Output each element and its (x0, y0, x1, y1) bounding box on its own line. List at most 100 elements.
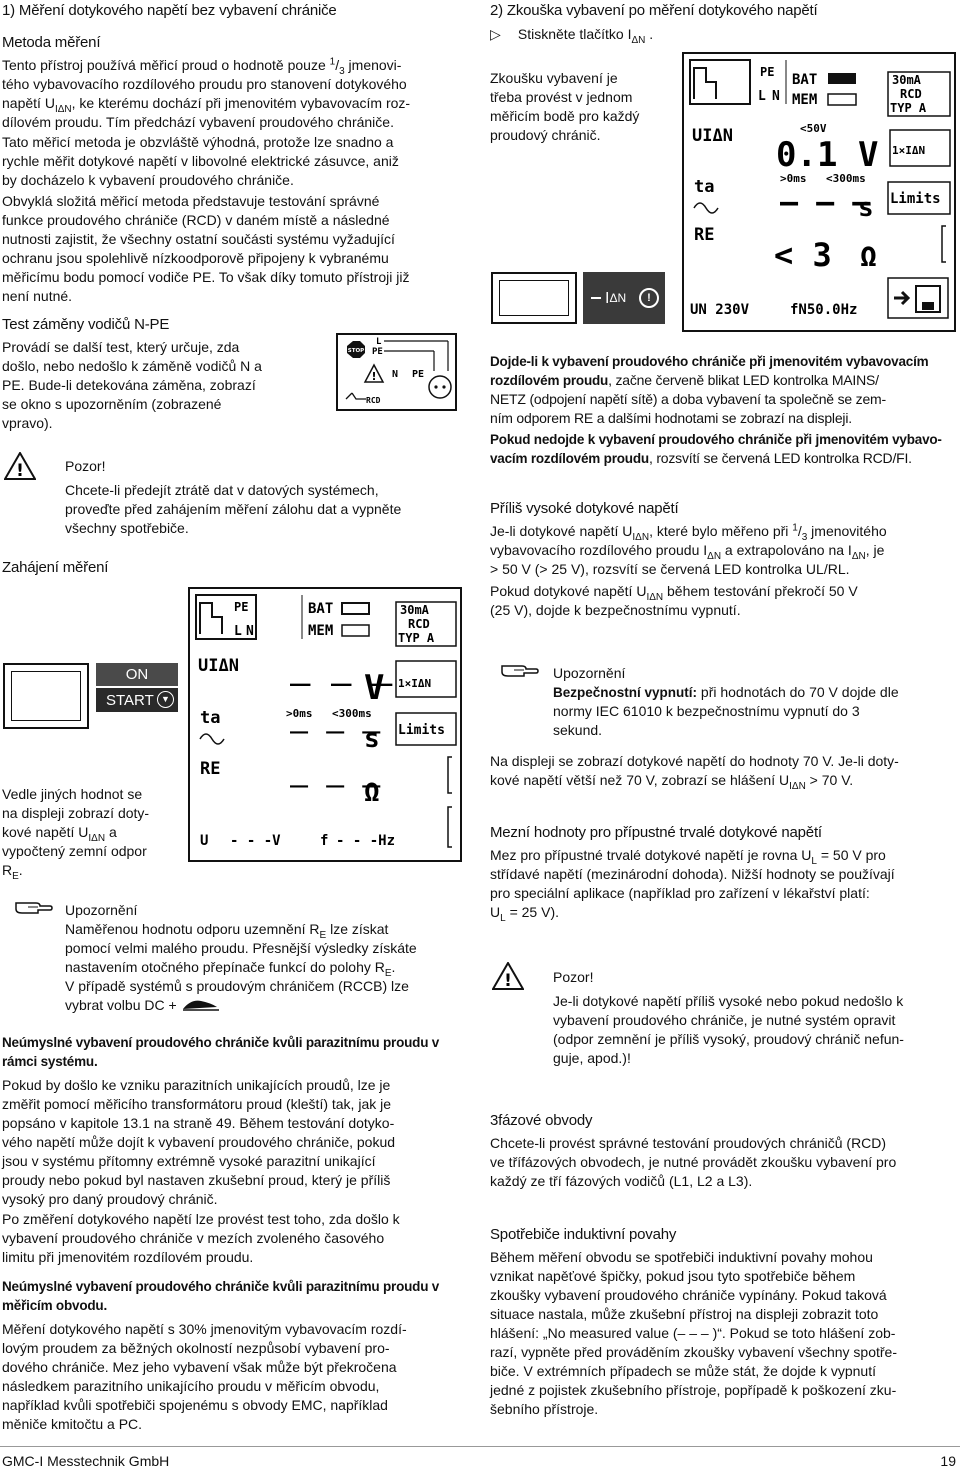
pointing-hand-icon-2 (500, 660, 540, 683)
svg-text:0.1: 0.1 (776, 135, 837, 175)
paragraph-advantage: Tato měřicí metoda je obzvláště výhodná,… (2, 134, 399, 188)
heading-parasitic-circuit: Neúmyslné vybavení proudového chrániče k… (2, 1279, 440, 1313)
heading-parasitic-system: Neúmyslné vybavení proudového chrániče k… (2, 1035, 440, 1069)
svg-text:V: V (364, 668, 384, 708)
warning-title-2: Pozor! (553, 969, 594, 985)
svg-text:UIΔN: UIΔN (198, 656, 239, 676)
svg-text:UN 230V: UN 230V (690, 302, 750, 318)
device-display-outline-2 (491, 272, 577, 324)
svg-text:N: N (392, 369, 398, 380)
svg-text:s: s (364, 724, 380, 754)
svg-text:RCD: RCD (408, 617, 430, 631)
svg-text:- - -V: - - -V (230, 833, 281, 849)
svg-text:!: ! (504, 971, 512, 990)
paragraph-three-phase: Chcete-li provést správné testování prou… (490, 1135, 897, 1189)
on-button[interactable]: ON (96, 663, 178, 686)
svg-text:30mA: 30mA (400, 603, 430, 617)
svg-text:N: N (772, 89, 780, 104)
heading-start-measurement: Zahájení měření (2, 559, 109, 576)
footer-rule (0, 1446, 960, 1447)
svg-text:ta: ta (200, 708, 220, 728)
paragraph-safety-cutoff: Pokud dotykové napětí UIΔN během testová… (490, 583, 858, 618)
socket-icon (428, 375, 452, 399)
section-title-2: 2) Zkouška vybavení po měření dotykového… (490, 2, 818, 19)
svg-text:RCD: RCD (900, 87, 922, 101)
heading-three-phase: 3fázové obvody (490, 1112, 593, 1129)
memory-icon (341, 624, 370, 637)
warning-text-2: Je-li dotykové napětí příliš vysoké nebo… (553, 993, 904, 1066)
section-title-1: 1) Měření dotykového napětí bez vybavení… (2, 2, 337, 19)
arrow-right-icon (894, 290, 911, 306)
svg-text:1×IΔN: 1×IΔN (398, 677, 431, 690)
heading-inductive-loads: Spotřebiče induktivní povahy (490, 1226, 677, 1243)
svg-text:RE: RE (694, 225, 714, 245)
svg-text:<300ms: <300ms (826, 172, 866, 185)
idn-indicator-icon: ! (639, 288, 659, 308)
svg-text:>0ms: >0ms (780, 172, 807, 185)
note-title-2: Upozornění (553, 665, 626, 681)
heading-npe-test: Test záměny vodičů N-PE (2, 316, 170, 333)
svg-text:V: V (858, 135, 878, 175)
footer-page-number: 19 (940, 1453, 956, 1469)
svg-text:s: s (858, 193, 874, 223)
test-current-box-2 (889, 129, 951, 167)
svg-text:1×IΔN: 1×IΔN (892, 144, 925, 157)
svg-text:TYP A: TYP A (398, 631, 435, 645)
paragraph-complex-method: Obvyklá složitá měřicí metoda představuj… (2, 193, 410, 304)
svg-text:ta: ta (694, 177, 714, 197)
probe-icon-2 (689, 59, 751, 105)
svg-text:UIΔN: UIΔN (692, 126, 733, 146)
svg-text:RE: RE (200, 759, 220, 779)
paragraph-inductive-loads: Během měření obvodu se spotřebiči indukt… (490, 1249, 897, 1417)
svg-text:MEM: MEM (308, 623, 333, 639)
battery-icon (341, 602, 370, 615)
svg-text:f: f (320, 833, 328, 849)
svg-text:– – –: – – – (780, 185, 871, 220)
dc-plus-icon (182, 1000, 219, 1012)
svg-text:30mA: 30mA (892, 73, 922, 87)
memory-icon-2 (827, 93, 857, 106)
svg-text:PE: PE (760, 65, 774, 79)
npe-warning-graphic: L PE STOP ! N PE RCD (345, 337, 452, 405)
svg-text:L: L (234, 624, 242, 639)
svg-text:– – –: – – – (290, 714, 381, 749)
paragraph-method: Tento přístroj používá měřicí proud o ho… (2, 56, 411, 130)
start-arrow-icon: ▼ (157, 691, 174, 708)
note-title: Upozornění (65, 902, 138, 918)
svg-text:N: N (246, 624, 254, 639)
svg-text:– – –: – – – (290, 768, 381, 803)
rcd-switch-icon (345, 392, 366, 400)
svg-text:< 3: < 3 (774, 236, 832, 274)
svg-text:Limits: Limits (890, 191, 941, 207)
paragraph-npe-test: Provádí se další test, který určuje, zda… (2, 339, 262, 431)
stop-sign-icon (347, 341, 365, 358)
note-text-2: Bezpečnostní vypnutí: při hodnotách do 7… (553, 684, 899, 738)
svg-text:- - -Hz: - - -Hz (336, 833, 395, 849)
bullet-press-button: ▷ Stiskněte tlačítko IΔN . (490, 26, 654, 46)
bullet-arrow-icon: ▷ (490, 26, 501, 42)
svg-text:!: ! (371, 370, 376, 383)
battery-icon-2 (828, 73, 856, 84)
paragraph-parasitic-circuit: Měření dotykového napětí s 30% jmenovitý… (2, 1321, 407, 1432)
svg-text:Ω: Ω (860, 240, 877, 273)
paragraph-too-high-voltage: Je-li dotykové napětí UIΔN, které bylo m… (490, 522, 887, 577)
svg-text:TYP A: TYP A (890, 101, 927, 115)
limits-box-2 (887, 181, 951, 215)
warning-title: Pozor! (65, 458, 106, 474)
measurement-display-initial: PE L N BAT MEM 30mA RCD TYP A UIΔN – – –… (188, 587, 462, 862)
start-button[interactable]: START ▼ (96, 688, 178, 712)
lcd-small-pe: PE (372, 347, 383, 357)
warning-triangle-icon (363, 363, 385, 383)
svg-text:STOP: STOP (348, 348, 364, 354)
svg-text:U: U (200, 833, 208, 849)
svg-text:Limits: Limits (398, 723, 445, 738)
save-box (887, 277, 949, 319)
svg-text:PE: PE (412, 369, 424, 380)
paragraph-parasitic-system: Pokud by došlo ke vzniku parazitních uni… (2, 1077, 396, 1207)
heading-limit-values: Mezní hodnoty pro přípustné trvalé dotyk… (490, 824, 822, 841)
paragraph-display-values: Vedle jiných hodnot se na displeji zobra… (2, 786, 150, 882)
paragraph-after-measurement: Po změření dotykového napětí lze provést… (2, 1211, 400, 1265)
warning-text: Chcete-li předejít ztrátě dat v datových… (65, 482, 402, 536)
